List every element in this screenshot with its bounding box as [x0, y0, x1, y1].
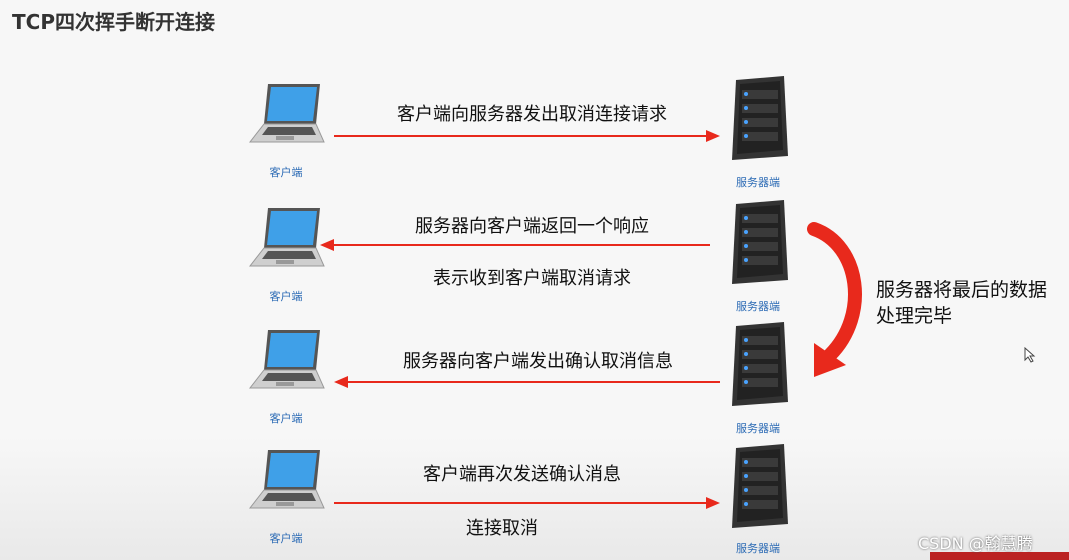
message-2: 服务器向客户端返回一个响应: [415, 216, 649, 237]
laptop-icon: [248, 450, 325, 509]
side-note-line1: 服务器将最后的数据: [876, 279, 1048, 301]
laptop-icon: [248, 330, 325, 389]
client-label: 客户端: [269, 166, 303, 179]
arrow-right: [334, 130, 720, 142]
message-4-sub: 连接取消: [466, 518, 538, 539]
server-icon: [732, 76, 788, 160]
server-icon: [732, 322, 788, 406]
message-4: 客户端再次发送确认消息: [423, 464, 621, 485]
page-title: TCP四次挥手断开连接: [12, 10, 215, 34]
red-strip: [930, 552, 1069, 560]
server-label: 服务器端: [736, 176, 780, 189]
server-label: 服务器端: [736, 300, 780, 313]
server-icon: [732, 444, 788, 528]
arrow-left: [334, 376, 720, 388]
client-label: 客户端: [269, 290, 303, 303]
server-label: 服务器端: [736, 422, 780, 435]
client-label: 客户端: [269, 412, 303, 425]
message-2-sub: 表示收到客户端取消请求: [433, 268, 631, 289]
curved-arrow-icon: [807, 222, 862, 377]
arrow-left: [320, 239, 710, 251]
client-label: 客户端: [269, 532, 303, 545]
watermark: CSDN @翰慧腾: [918, 534, 1033, 553]
side-note-line2: 处理完毕: [876, 305, 953, 327]
server-icon: [732, 200, 788, 284]
mouse-cursor-icon: [1024, 347, 1036, 363]
laptop-icon: [248, 84, 325, 143]
message-3: 服务器向客户端发出确认取消信息: [403, 351, 673, 372]
server-label: 服务器端: [736, 542, 780, 555]
arrow-right: [334, 497, 720, 509]
message-1: 客户端向服务器发出取消连接请求: [397, 104, 667, 125]
side-note: 服务器将最后的数据 处理完毕: [876, 277, 1066, 329]
laptop-icon: [248, 208, 325, 267]
